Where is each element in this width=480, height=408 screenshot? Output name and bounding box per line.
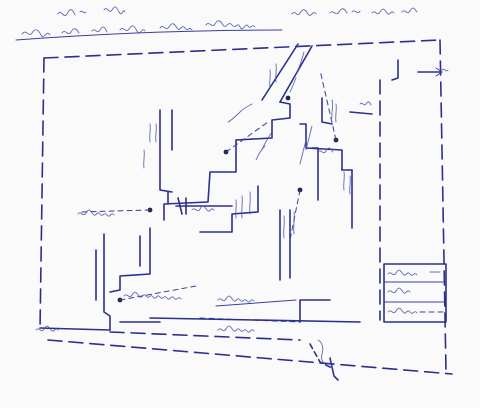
bottom-left-annotation [35, 325, 59, 332]
bottom-right-marks [309, 339, 339, 381]
header-handwriting [15, 6, 418, 41]
legend-box [383, 263, 447, 323]
leader-lines [79, 69, 337, 307]
right-section-walls [321, 79, 381, 321]
central-corridor [163, 101, 353, 233]
middle-structures [159, 109, 291, 281]
outer-boundary [39, 39, 453, 375]
map-handwriting [77, 63, 351, 333]
top-right-marks [391, 59, 449, 81]
left-lower-walls [95, 227, 151, 331]
lower-baseline [109, 299, 361, 341]
diagonal-road [261, 43, 313, 103]
